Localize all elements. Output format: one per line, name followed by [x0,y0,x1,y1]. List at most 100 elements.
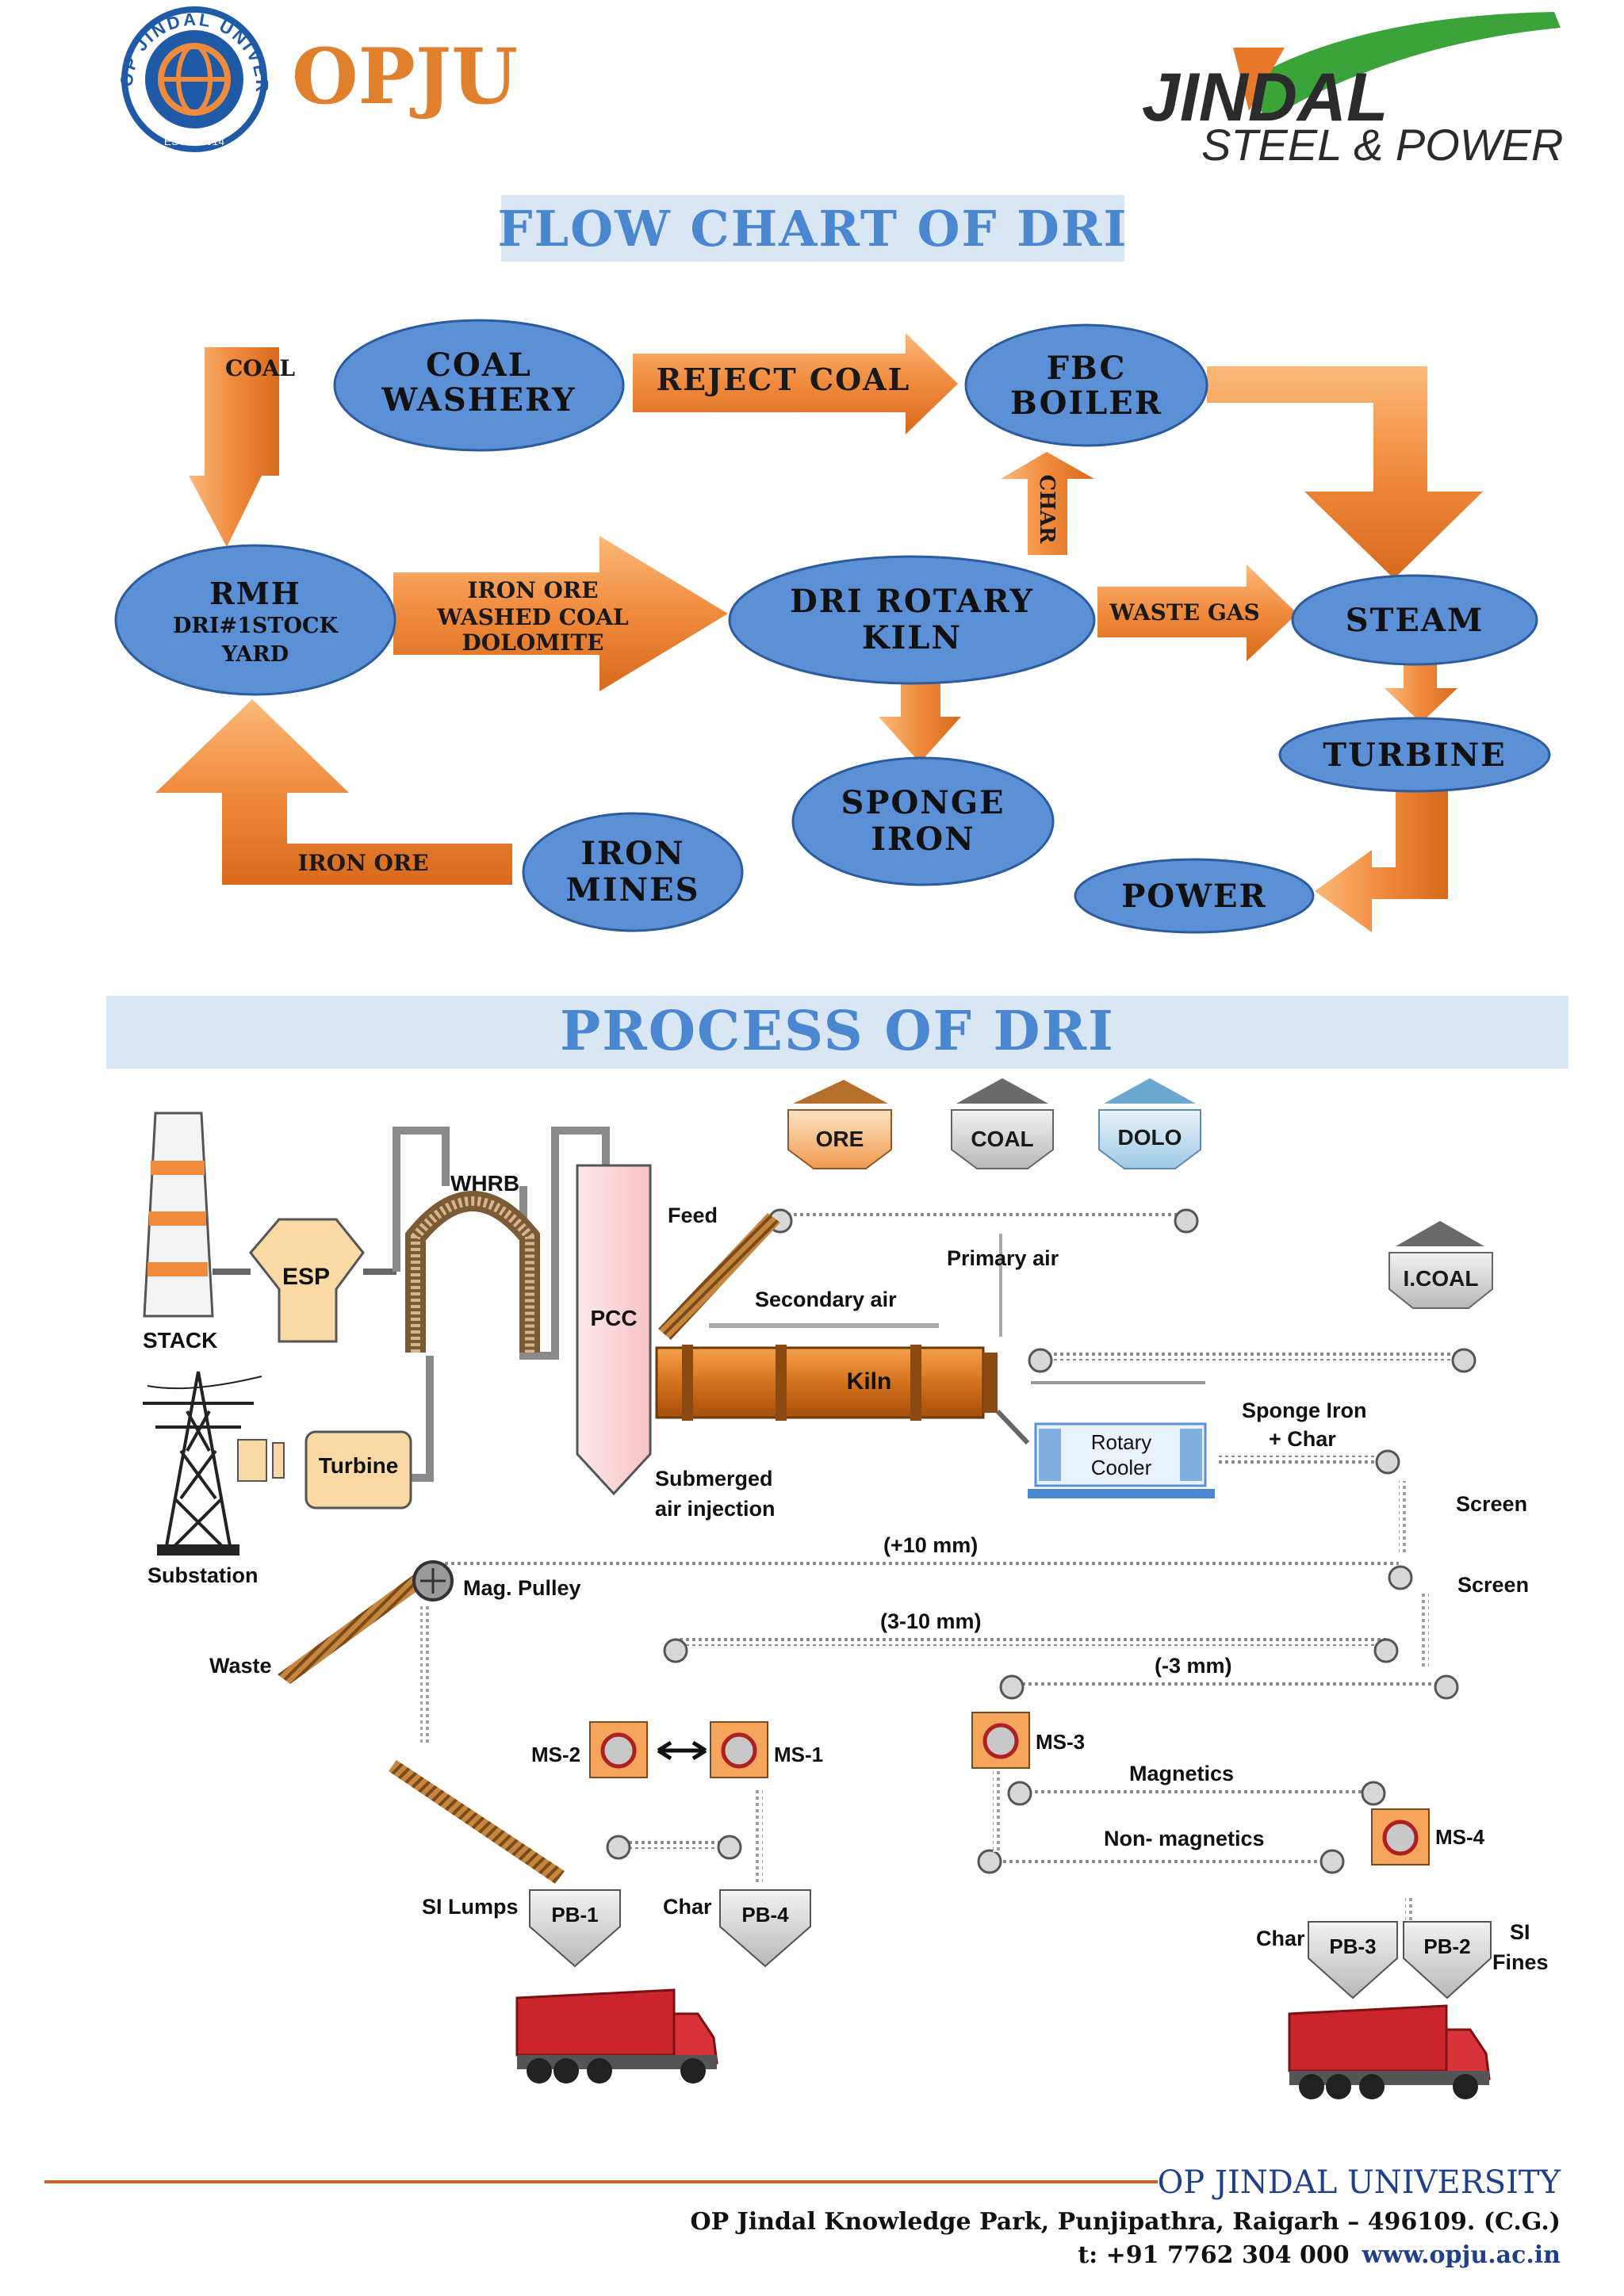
node-coal-washery [333,319,625,452]
footer-phone: t: +91 7762 304 000 [1078,2241,1349,2269]
label-minus3: (-3 mm) [1155,1654,1232,1678]
arrow-steam-turbine [1385,649,1457,723]
node-rmh [114,544,396,696]
label-plus10: (+10 mm) [883,1533,978,1557]
node-mines-line1: IRON [580,835,684,872]
label-magnetics: Magnetics [1129,1762,1234,1785]
footer-website[interactable]: www.opju.ac.in [1362,2241,1561,2269]
node-steam [1291,574,1538,666]
process-labels: Feed Primary air Secondary air Submerged… [147,1203,1549,1974]
conveyor-pb [619,1841,730,1849]
node-turbine-label: TURBINE [1323,737,1506,774]
conveyor-incline-feed [658,1213,780,1340]
node-sponge-line2: IRON [871,821,975,858]
bin-ore: ORE [787,1080,892,1169]
product-bins: PB-1 PB-4 PB-3 PB-2 [529,1889,1492,1999]
label-secondary-air: Secondary air [755,1288,897,1311]
label-rotary-cooler-line1: Rotary [1091,1430,1152,1454]
jspl-name: JINDAL [1142,59,1388,136]
conveyor-non-magnetics [990,1857,1332,1865]
flow-nodes [114,319,1551,934]
node-mines-line2: MINES [566,871,700,909]
label-waste: Waste [209,1654,272,1678]
node-steam-label: STEAM [1346,602,1484,639]
node-sponge-iron [791,756,1055,886]
conveyor-plus10 [433,1559,1399,1567]
arrow-waste-gas [1097,564,1297,661]
label-3-10: (3-10 mm) [880,1609,982,1633]
label-dolomite: DOLOMITE [462,629,603,656]
conveyors [278,1208,1477,1947]
pb-4: PB-4 [719,1889,811,1968]
label-ms1: MS-1 [774,1743,823,1766]
ms-1: MS-1 [710,1721,823,1778]
whrb: WHRB [405,1171,540,1353]
process-title: PROCESS OF DRI [560,1000,1115,1063]
stack: STACK [143,1112,217,1353]
arrow-kiln-sponge [879,680,961,763]
opju-estd: ESTD. 2014 [164,135,224,147]
bin-coal-label: COAL [971,1127,1033,1151]
node-iron-mines [522,812,744,932]
bin-icoal-label: I.COAL [1404,1266,1479,1291]
ms-4: MS-4 [1371,1808,1485,1866]
label-rotary-cooler-line2: Cooler [1091,1456,1152,1479]
label-si-lumps: SI Lumps [422,1895,519,1919]
process-title-band [106,996,1568,1069]
jspl-logo: JINDAL STEEL & POWER [1142,12,1563,170]
feed-bins: ORE COAL DOLO I.COAL [787,1078,1493,1309]
arrow-inputs [393,536,728,691]
node-fbc-line2: BOILER [1010,385,1162,422]
flow-title-band [501,195,1124,262]
label-pb1: PB-1 [551,1903,598,1927]
arrow-turbine-power [1315,788,1448,932]
opju-wordmark: OPJU [292,32,518,121]
label-whrb: WHRB [450,1171,519,1196]
pb-2: PB-2 [1403,1921,1492,1999]
label-sponge-line1: Sponge Iron [1242,1399,1367,1422]
label-substation: Substation [147,1563,259,1587]
label-kiln: Kiln [847,1368,892,1395]
footer-address: OP Jindal Knowledge Park, Punjipathra, R… [691,2208,1561,2236]
label-char-2: Char [1256,1927,1305,1950]
label-mag-pulley: Mag. Pulley [463,1576,581,1600]
flow-arrow-labels: COAL REJECT COAL CHAR IRON ORE WASHED CO… [225,355,1260,876]
bin-icoal: I.COAL [1388,1221,1493,1309]
substation-tower [143,1371,262,1556]
ms-2: MS-2 [531,1721,648,1778]
label-non-magnetics: Non- magnetics [1104,1827,1265,1850]
turbine-machine: Turbine [237,1430,412,1510]
label-ms2: MS-2 [531,1743,580,1766]
truck-right [1288,2004,1491,2099]
ms-3: MS-3 [971,1712,1085,1769]
footer-contact: t: +91 7762 304 000 www.opju.ac.in [1078,2241,1561,2269]
label-si-fines-line2: Fines [1492,1950,1549,1974]
conveyor-icoal [1040,1353,1465,1360]
footer-university: OP JINDAL UNIVERSITY [1158,2164,1561,2201]
bin-dolo-label: DOLO [1118,1125,1182,1150]
label-coal: COAL [225,355,295,381]
node-fbc-line1: FBC [1047,350,1127,387]
label-pb4: PB-4 [741,1903,789,1927]
truck-left [515,1988,718,2084]
flow-node-labels: COAL WASHERY FBC BOILER RMH DRI#1STOCK Y… [173,346,1506,915]
arrow-char [1001,452,1094,555]
label-si-fines-line1: SI [1510,1920,1530,1944]
arrow-coal [189,347,279,547]
jspl-swoosh-orange [1233,48,1285,111]
node-rmh-line1: RMH [209,576,301,611]
node-coal-washery-line2: WASHERY [381,381,576,419]
label-waste-gas: WASTE GAS [1109,599,1259,626]
label-char: CHAR [1035,474,1059,543]
jspl-swoosh-green [1237,12,1561,119]
node-dri-kiln [728,555,1096,685]
flow-arrows [155,333,1483,932]
magnetic-separators: MS-2 MS-1 MS-3 MS-4 [531,1712,1485,1866]
pb-1: PB-1 [529,1889,621,1968]
label-esp: ESP [282,1264,330,1290]
label-ms4: MS-4 [1435,1825,1485,1849]
rotary-kiln: Kiln [655,1234,1030,1445]
jspl-subtitle: STEEL & POWER [1201,120,1563,170]
conveyor-magnetics [1020,1789,1373,1797]
